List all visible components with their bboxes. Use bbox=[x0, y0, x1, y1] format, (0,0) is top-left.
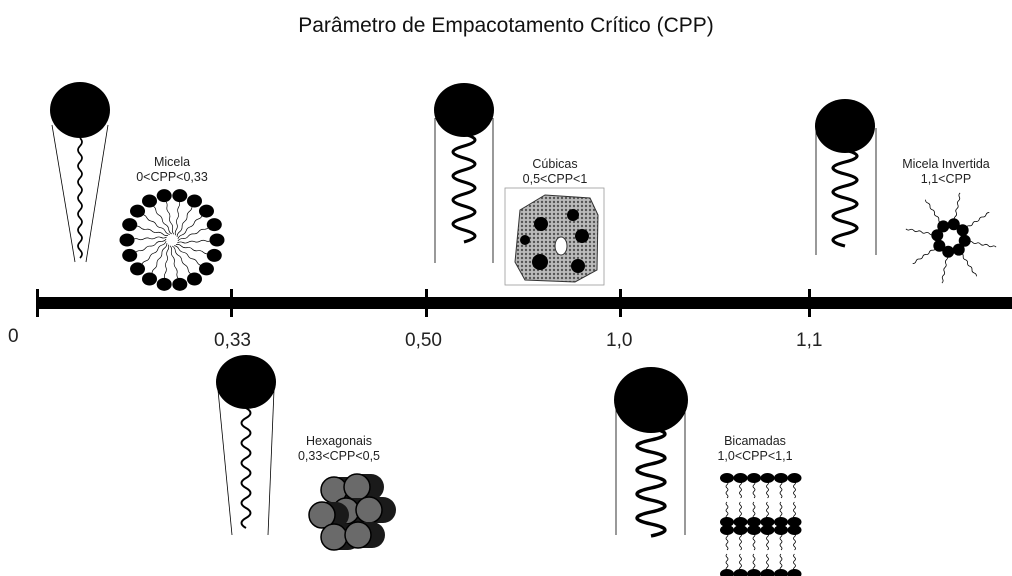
tick-label-050: 0,50 bbox=[405, 330, 442, 351]
cone-shaped-surfactant-icon bbox=[50, 82, 110, 263]
hexagonal-phase-structure-icon bbox=[308, 473, 396, 551]
inverted-cone-surfactant-icon bbox=[815, 99, 877, 255]
axis-tick-050 bbox=[425, 289, 428, 317]
phase-bicamadas: Bicamadas 1,0<CPP<1,1 bbox=[705, 434, 805, 464]
cubic-phase-structure-icon bbox=[504, 187, 605, 286]
tick-label-033: 0,33 bbox=[214, 330, 251, 351]
phase-name: Micela Invertida bbox=[902, 157, 990, 171]
phase-range: 0,33<CPP<0,5 bbox=[297, 449, 380, 463]
axis-tick-11 bbox=[808, 289, 811, 317]
tick-label-10: 1,0 bbox=[606, 330, 633, 351]
hexagonal-surfactant-icon bbox=[216, 355, 276, 536]
phase-hexagonais: Hexagonais 0,33<CPP<0,5 bbox=[284, 434, 394, 464]
micelle-structure-icon bbox=[119, 189, 225, 291]
phase-range: 0,5<CPP<1 bbox=[522, 172, 588, 186]
phase-name: Hexagonais bbox=[305, 434, 372, 448]
tick-label-0: 0 bbox=[8, 326, 19, 347]
phase-name: Cúbicas bbox=[532, 157, 578, 171]
phase-micela: Micela 0<CPP<0,33 bbox=[122, 155, 222, 185]
axis-tick-0 bbox=[36, 289, 39, 317]
cpp-axis bbox=[36, 289, 1012, 317]
axis-tick-10 bbox=[619, 289, 622, 317]
phase-range: 0<CPP<0,33 bbox=[136, 170, 208, 184]
cylinder-surfactant-icon bbox=[614, 367, 688, 538]
phase-name: Bicamadas bbox=[724, 434, 786, 448]
bilayer-structure-icon bbox=[720, 473, 802, 576]
phase-name: Micela bbox=[153, 155, 191, 169]
phase-range: 1,0<CPP<1,1 bbox=[717, 449, 793, 463]
phase-micela-invertida: Micela Invertida 1,1<CPP bbox=[890, 157, 1002, 187]
axis-tick-033 bbox=[230, 289, 233, 317]
phase-range: 1,1<CPP bbox=[920, 172, 972, 186]
inverted-micelle-structure-icon bbox=[905, 192, 997, 284]
truncated-cone-surfactant-icon bbox=[434, 83, 494, 263]
tick-label-11: 1,1 bbox=[796, 330, 823, 351]
diagram-title: Parâmetro de Empacotamento Crítico (CPP) bbox=[298, 14, 714, 37]
phase-cubicas: Cúbicas 0,5<CPP<1 bbox=[505, 157, 605, 187]
